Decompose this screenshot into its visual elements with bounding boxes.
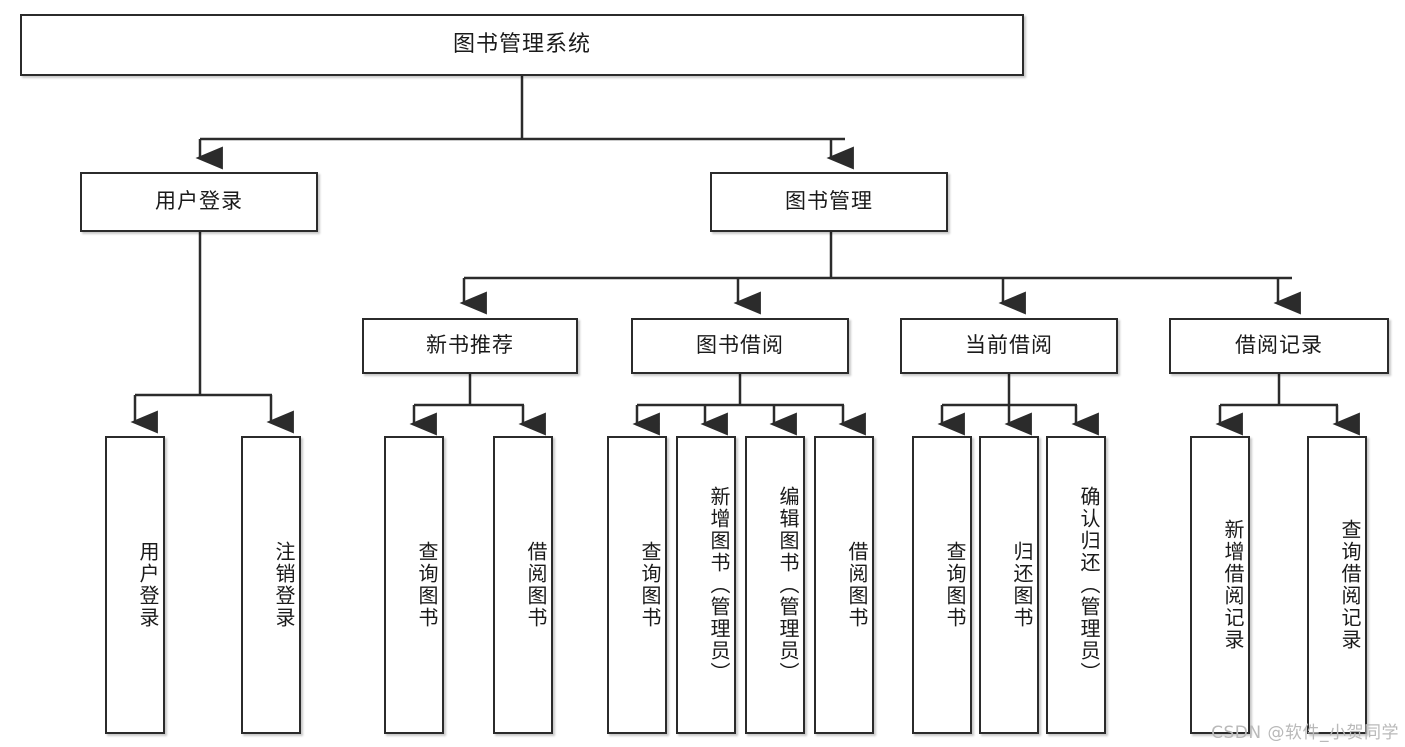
- node-label: 图书借阅: [696, 333, 784, 358]
- node-label: 注销登录: [272, 541, 296, 629]
- leaf-borrow-record-query-record[interactable]: 查询借阅记录: [1307, 436, 1367, 734]
- node-label: 图书管理: [785, 189, 873, 214]
- node-label: 查询图书: [415, 541, 439, 629]
- leaf-book-borrow-borrow-book[interactable]: 借阅图书: [814, 436, 874, 734]
- leaf-book-borrow-add-book-admin[interactable]: 新增图书（管理员）: [676, 436, 736, 734]
- node-label: 归还图书: [1010, 541, 1034, 629]
- node-label: 借阅图书: [524, 541, 548, 629]
- leaf-user-login-login[interactable]: 用户登录: [105, 436, 165, 734]
- node-label: 新增图书（管理员）: [707, 486, 731, 684]
- leaf-user-login-logout[interactable]: 注销登录: [241, 436, 301, 734]
- leaf-current-borrow-return-book[interactable]: 归还图书: [979, 436, 1039, 734]
- node-label: 确认归还（管理员）: [1077, 486, 1101, 684]
- node-root-book-management-system[interactable]: 图书管理系统: [20, 14, 1024, 76]
- node-new-book-recommend[interactable]: 新书推荐: [362, 318, 578, 374]
- node-label: 新增借阅记录: [1221, 519, 1245, 651]
- node-label: 查询借阅记录: [1338, 519, 1362, 651]
- node-label: 借阅图书: [845, 541, 869, 629]
- csdn-watermark: CSDN @软件_小贺同学: [1211, 723, 1399, 743]
- node-label: 新书推荐: [426, 333, 514, 358]
- node-label: 查询图书: [943, 541, 967, 629]
- leaf-current-borrow-confirm-return-admin[interactable]: 确认归还（管理员）: [1046, 436, 1106, 734]
- node-book-management[interactable]: 图书管理: [710, 172, 948, 232]
- node-label: 用户登录: [136, 541, 160, 629]
- node-label: 查询图书: [638, 541, 662, 629]
- node-label: 用户登录: [155, 189, 243, 214]
- node-borrow-record[interactable]: 借阅记录: [1169, 318, 1389, 374]
- node-label: 借阅记录: [1235, 333, 1323, 358]
- leaf-book-borrow-edit-book-admin[interactable]: 编辑图书（管理员）: [745, 436, 805, 734]
- leaf-book-borrow-query-book[interactable]: 查询图书: [607, 436, 667, 734]
- node-current-borrow[interactable]: 当前借阅: [900, 318, 1118, 374]
- leaf-current-borrow-query-book[interactable]: 查询图书: [912, 436, 972, 734]
- leaf-borrow-record-add-record[interactable]: 新增借阅记录: [1190, 436, 1250, 734]
- node-label: 图书管理系统: [452, 31, 591, 57]
- node-label: 编辑图书（管理员）: [776, 486, 800, 684]
- leaf-new-book-borrow-book[interactable]: 借阅图书: [493, 436, 553, 734]
- node-book-borrow[interactable]: 图书借阅: [631, 318, 849, 374]
- leaf-new-book-query-book[interactable]: 查询图书: [384, 436, 444, 734]
- node-label: 当前借阅: [965, 333, 1053, 358]
- node-user-login[interactable]: 用户登录: [80, 172, 318, 232]
